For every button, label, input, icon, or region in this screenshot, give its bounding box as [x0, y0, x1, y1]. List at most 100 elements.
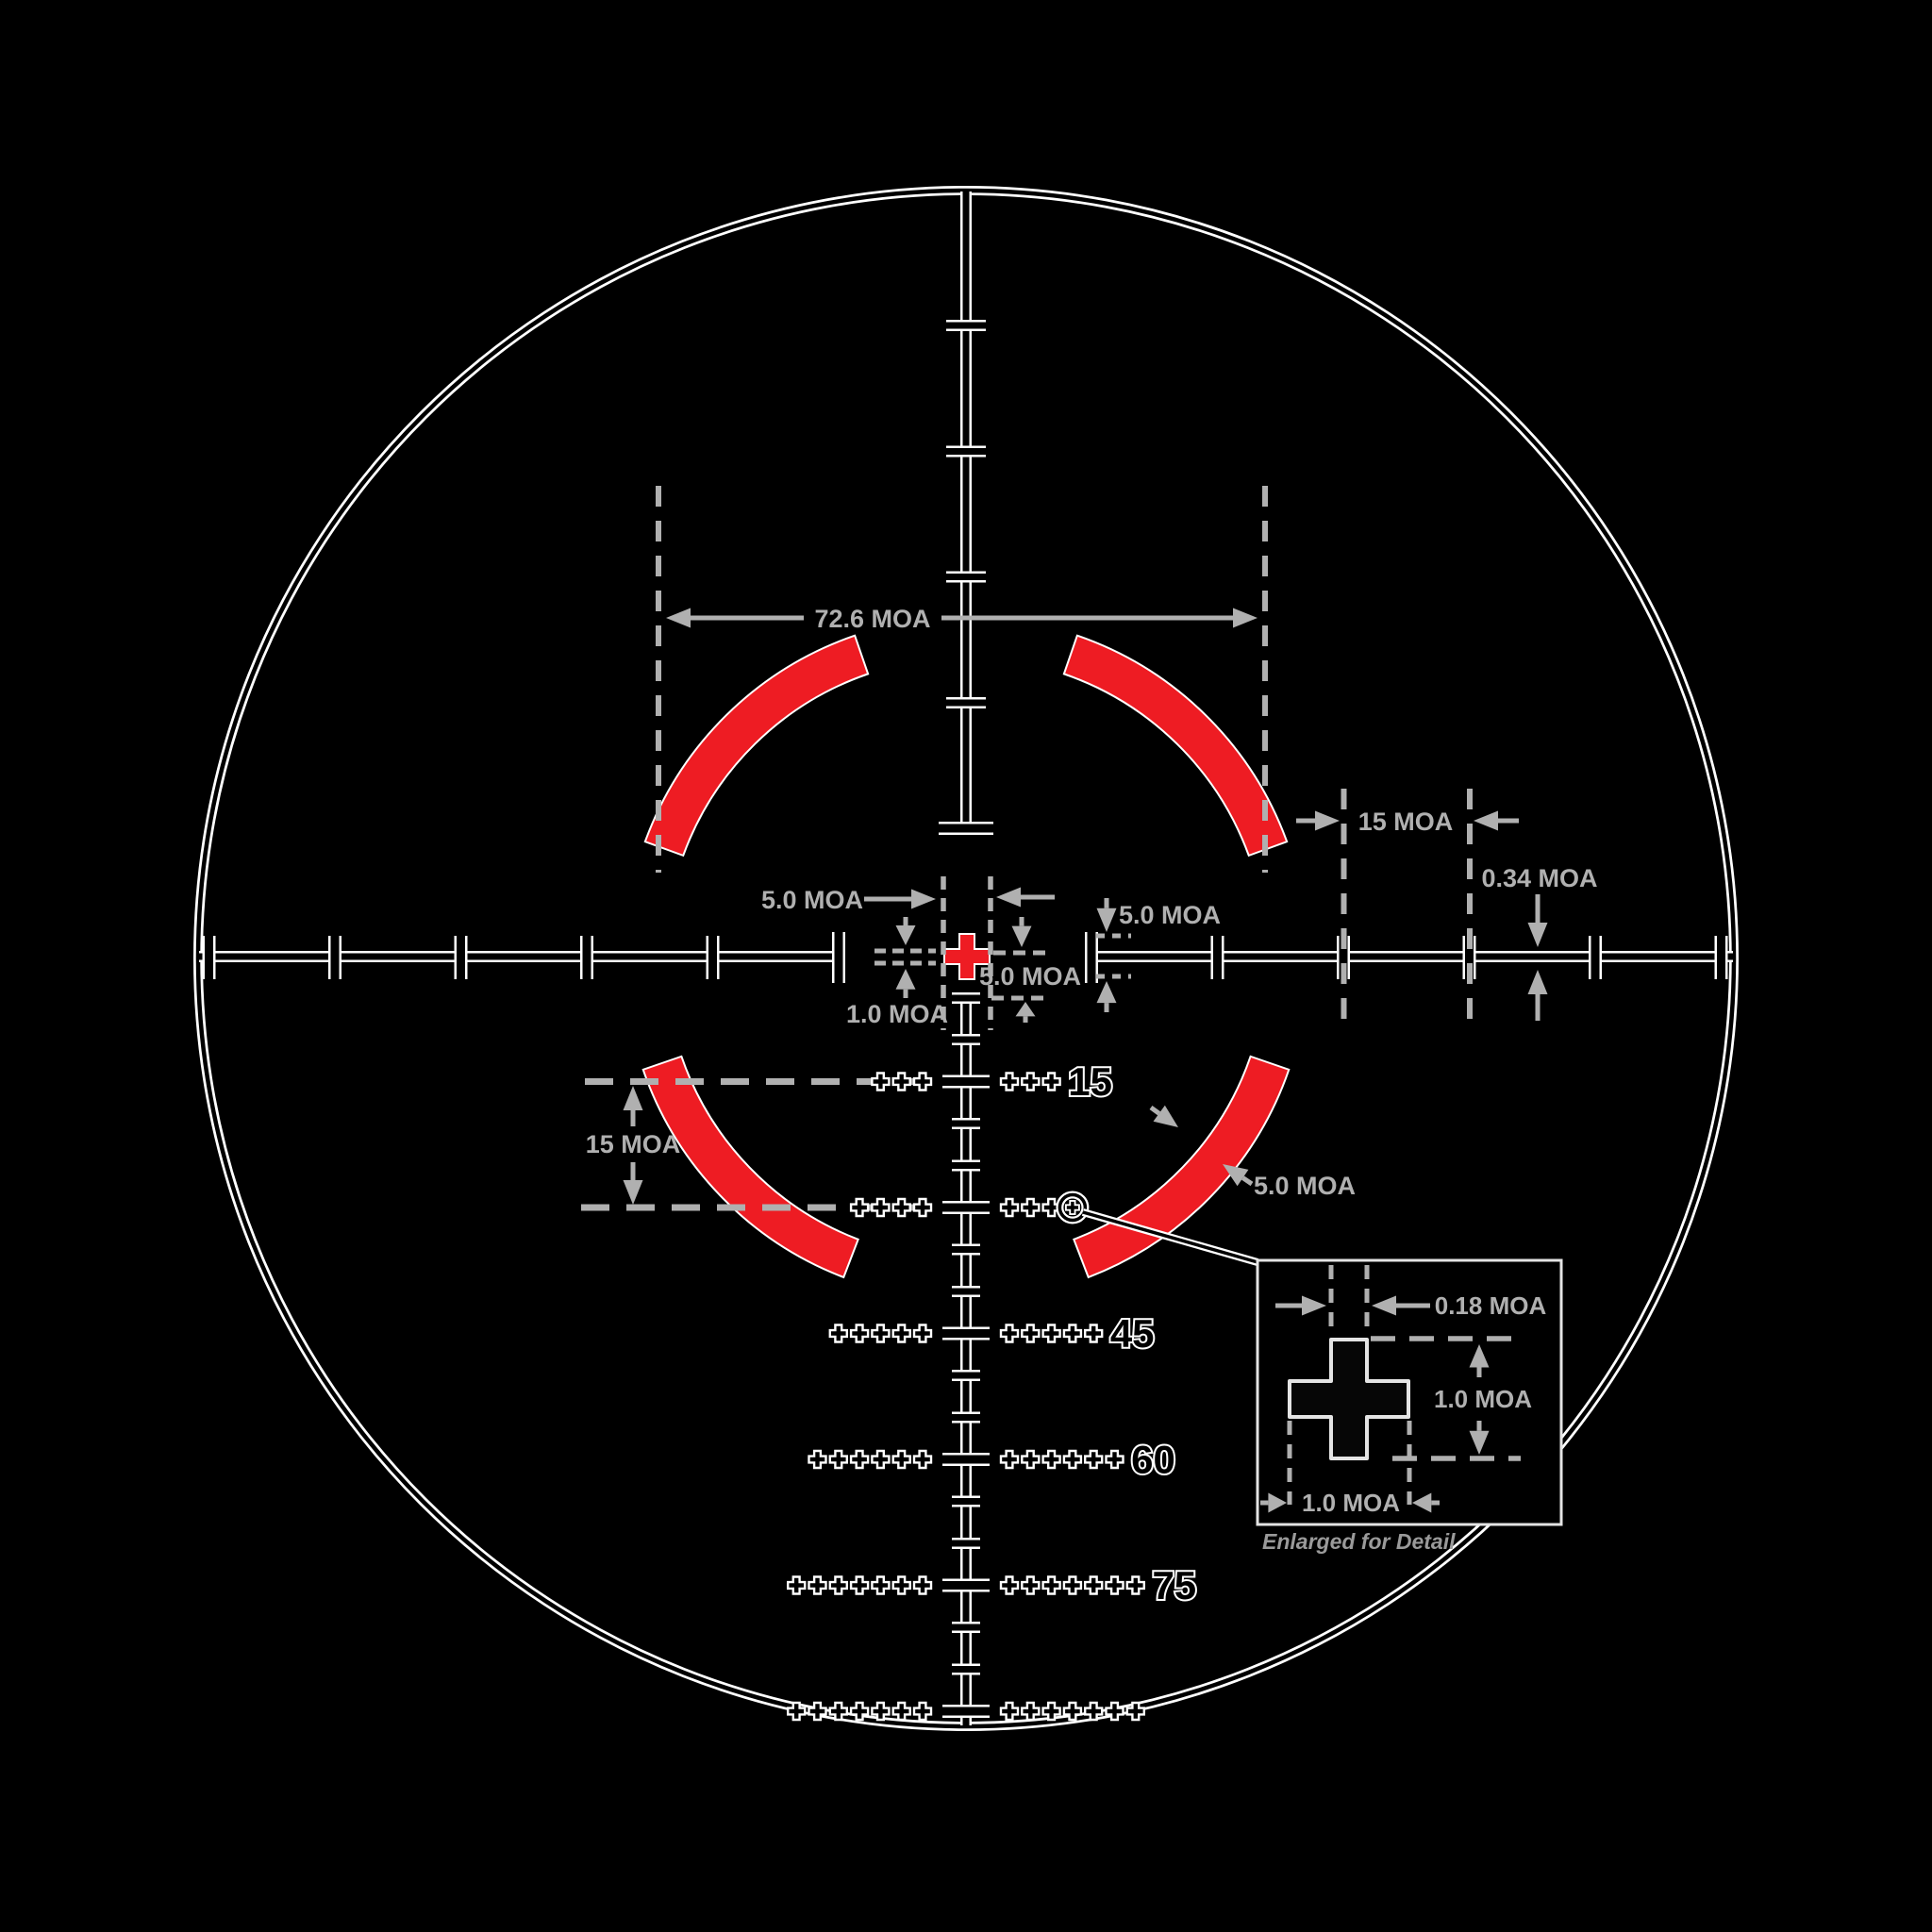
holdover-plus-mark	[999, 1072, 1020, 1091]
holdover-plus-mark	[849, 1324, 870, 1343]
label-arc-thickness: 5.0 MOA	[1254, 1172, 1356, 1200]
holdover-plus-mark	[1083, 1449, 1104, 1470]
inset-enlarged-cross	[1288, 1338, 1410, 1460]
label-center-dot-offset: 1.0 MOA	[846, 1000, 948, 1028]
magnified-mark-circle	[1058, 1192, 1088, 1223]
holdover-plus-mark	[849, 1701, 870, 1722]
holdover-row-label: 60	[1131, 1438, 1175, 1482]
label-center-gap-left: 5.0 MOA	[761, 886, 863, 914]
holdover-plus-mark	[1062, 1324, 1083, 1343]
holdover-plus-mark	[1062, 1449, 1083, 1470]
holdover-plus-mark	[871, 1575, 891, 1595]
holdover-plus-mark	[1021, 1072, 1041, 1091]
label-line-thickness: 0.34 MOA	[1481, 864, 1597, 892]
holdover-plus-mark	[871, 1701, 891, 1722]
holdover-plus-mark	[912, 1072, 933, 1091]
label-inset-cross-height: 1.0 MOA	[1434, 1385, 1532, 1413]
label-top-width: 72.6 MOA	[814, 605, 930, 633]
holdover-plus-mark	[828, 1701, 848, 1722]
upper-vertical-ticks	[946, 322, 986, 707]
holdover-plus-mark	[891, 1575, 911, 1595]
holdover-plus-mark	[1105, 1701, 1124, 1722]
holdover-plus-mark	[912, 1575, 933, 1595]
inset-leader-line	[1082, 1210, 1258, 1264]
dimension-annotations	[581, 486, 1548, 1211]
label-right-tick-spacing: 15 MOA	[1358, 808, 1454, 836]
holdover-plus-mark	[891, 1324, 911, 1343]
holdover-plus-mark	[1021, 1575, 1041, 1595]
horizontal-left-ticks	[205, 936, 717, 979]
holdover-plus-mark	[891, 1701, 911, 1722]
holdover-plus-mark	[849, 1197, 870, 1218]
holdover-plus-mark	[1125, 1575, 1146, 1595]
inset-detail-box	[1256, 1258, 1563, 1526]
holdover-plus-mark	[891, 1072, 911, 1091]
holdover-plus-mark	[1041, 1701, 1061, 1722]
holdover-plus-mark	[1021, 1324, 1041, 1343]
holdover-plus-mark	[1041, 1449, 1061, 1470]
red-arc-upper-left	[643, 634, 870, 858]
red-arc-lower-left	[641, 1055, 859, 1279]
holdover-plus-mark	[1041, 1575, 1061, 1595]
horizontal-right-ticks	[1213, 936, 1725, 979]
holdover-plus-mark	[891, 1449, 911, 1470]
lower-vertical-minor-ticks	[952, 994, 980, 1673]
label-inset-cross-width: 1.0 MOA	[1302, 1489, 1400, 1517]
holdover-plus-mark	[849, 1449, 870, 1470]
holdover-plus-mark	[999, 1449, 1020, 1470]
label-inset-post-width: 0.18 MOA	[1435, 1291, 1547, 1320]
holdover-plus-mark	[787, 1701, 807, 1722]
holdover-plus-mark	[808, 1449, 827, 1470]
red-arc-upper-right	[1062, 634, 1289, 858]
holdover-plus-mark	[1062, 1701, 1083, 1722]
holdover-plus-mark	[871, 1324, 891, 1343]
holdover-plus-mark	[849, 1575, 870, 1595]
holdover-plus-mark	[1041, 1324, 1061, 1343]
holdover-plus-mark	[891, 1197, 911, 1218]
holdover-plus-mark	[999, 1575, 1020, 1595]
reticle-red-elements	[641, 634, 1291, 1279]
holdover-plus-mark	[1041, 1072, 1061, 1091]
holdover-plus-mark	[1125, 1701, 1146, 1722]
holdover-row-label: 75	[1152, 1563, 1196, 1607]
holdover-plus-mark	[1083, 1701, 1104, 1722]
holdover-plus-mark	[1021, 1197, 1041, 1218]
holdover-plus-mark	[1021, 1449, 1041, 1470]
holdover-plus-mark	[871, 1449, 891, 1470]
holdover-plus-mark	[999, 1197, 1020, 1218]
holdover-plus-mark	[912, 1197, 933, 1218]
holdover-marks: 15 45 60 75	[787, 1058, 1259, 1722]
label-lower-row-spacing: 15 MOA	[586, 1130, 681, 1158]
holdover-plus-mark	[808, 1701, 827, 1722]
holdover-plus-mark	[999, 1701, 1020, 1722]
holdover-plus-mark	[871, 1197, 891, 1218]
label-bracket-height: 5.0 MOA	[1119, 901, 1221, 929]
holdover-plus-mark	[1083, 1575, 1104, 1595]
holdover-plus-mark	[1021, 1701, 1041, 1722]
holdover-plus-mark	[1105, 1575, 1124, 1595]
holdover-plus-mark	[912, 1701, 933, 1722]
holdover-plus-mark	[1062, 1575, 1083, 1595]
holdover-plus-mark	[912, 1324, 933, 1343]
scope-field-circle	[195, 188, 1737, 1729]
holdover-plus-mark	[828, 1575, 848, 1595]
holdover-plus-mark	[1105, 1449, 1124, 1470]
reticle-lines	[193, 186, 1739, 1731]
holdover-row-label: 45	[1110, 1311, 1155, 1356]
label-center-gap-below: 5.0 MOA	[979, 962, 1081, 991]
lower-vertical-major-ticks	[942, 1077, 990, 1716]
holdover-plus-mark	[828, 1449, 848, 1470]
holdover-plus-mark	[808, 1575, 827, 1595]
holdover-plus-mark	[787, 1575, 807, 1595]
circled-plus-mark	[1064, 1200, 1080, 1215]
holdover-row-label: 15	[1068, 1059, 1112, 1104]
holdover-plus-mark	[999, 1324, 1020, 1343]
holdover-plus-mark	[871, 1072, 891, 1091]
holdover-plus-mark	[828, 1324, 848, 1343]
holdover-plus-mark	[1083, 1324, 1104, 1343]
dimension-labels: 72.6 MOA 15 MOA 0.34 MOA 5.0 MOA 5.0 MOA…	[586, 605, 1598, 1554]
holdover-plus-mark	[1041, 1197, 1061, 1218]
holdover-plus-mark	[912, 1449, 933, 1470]
